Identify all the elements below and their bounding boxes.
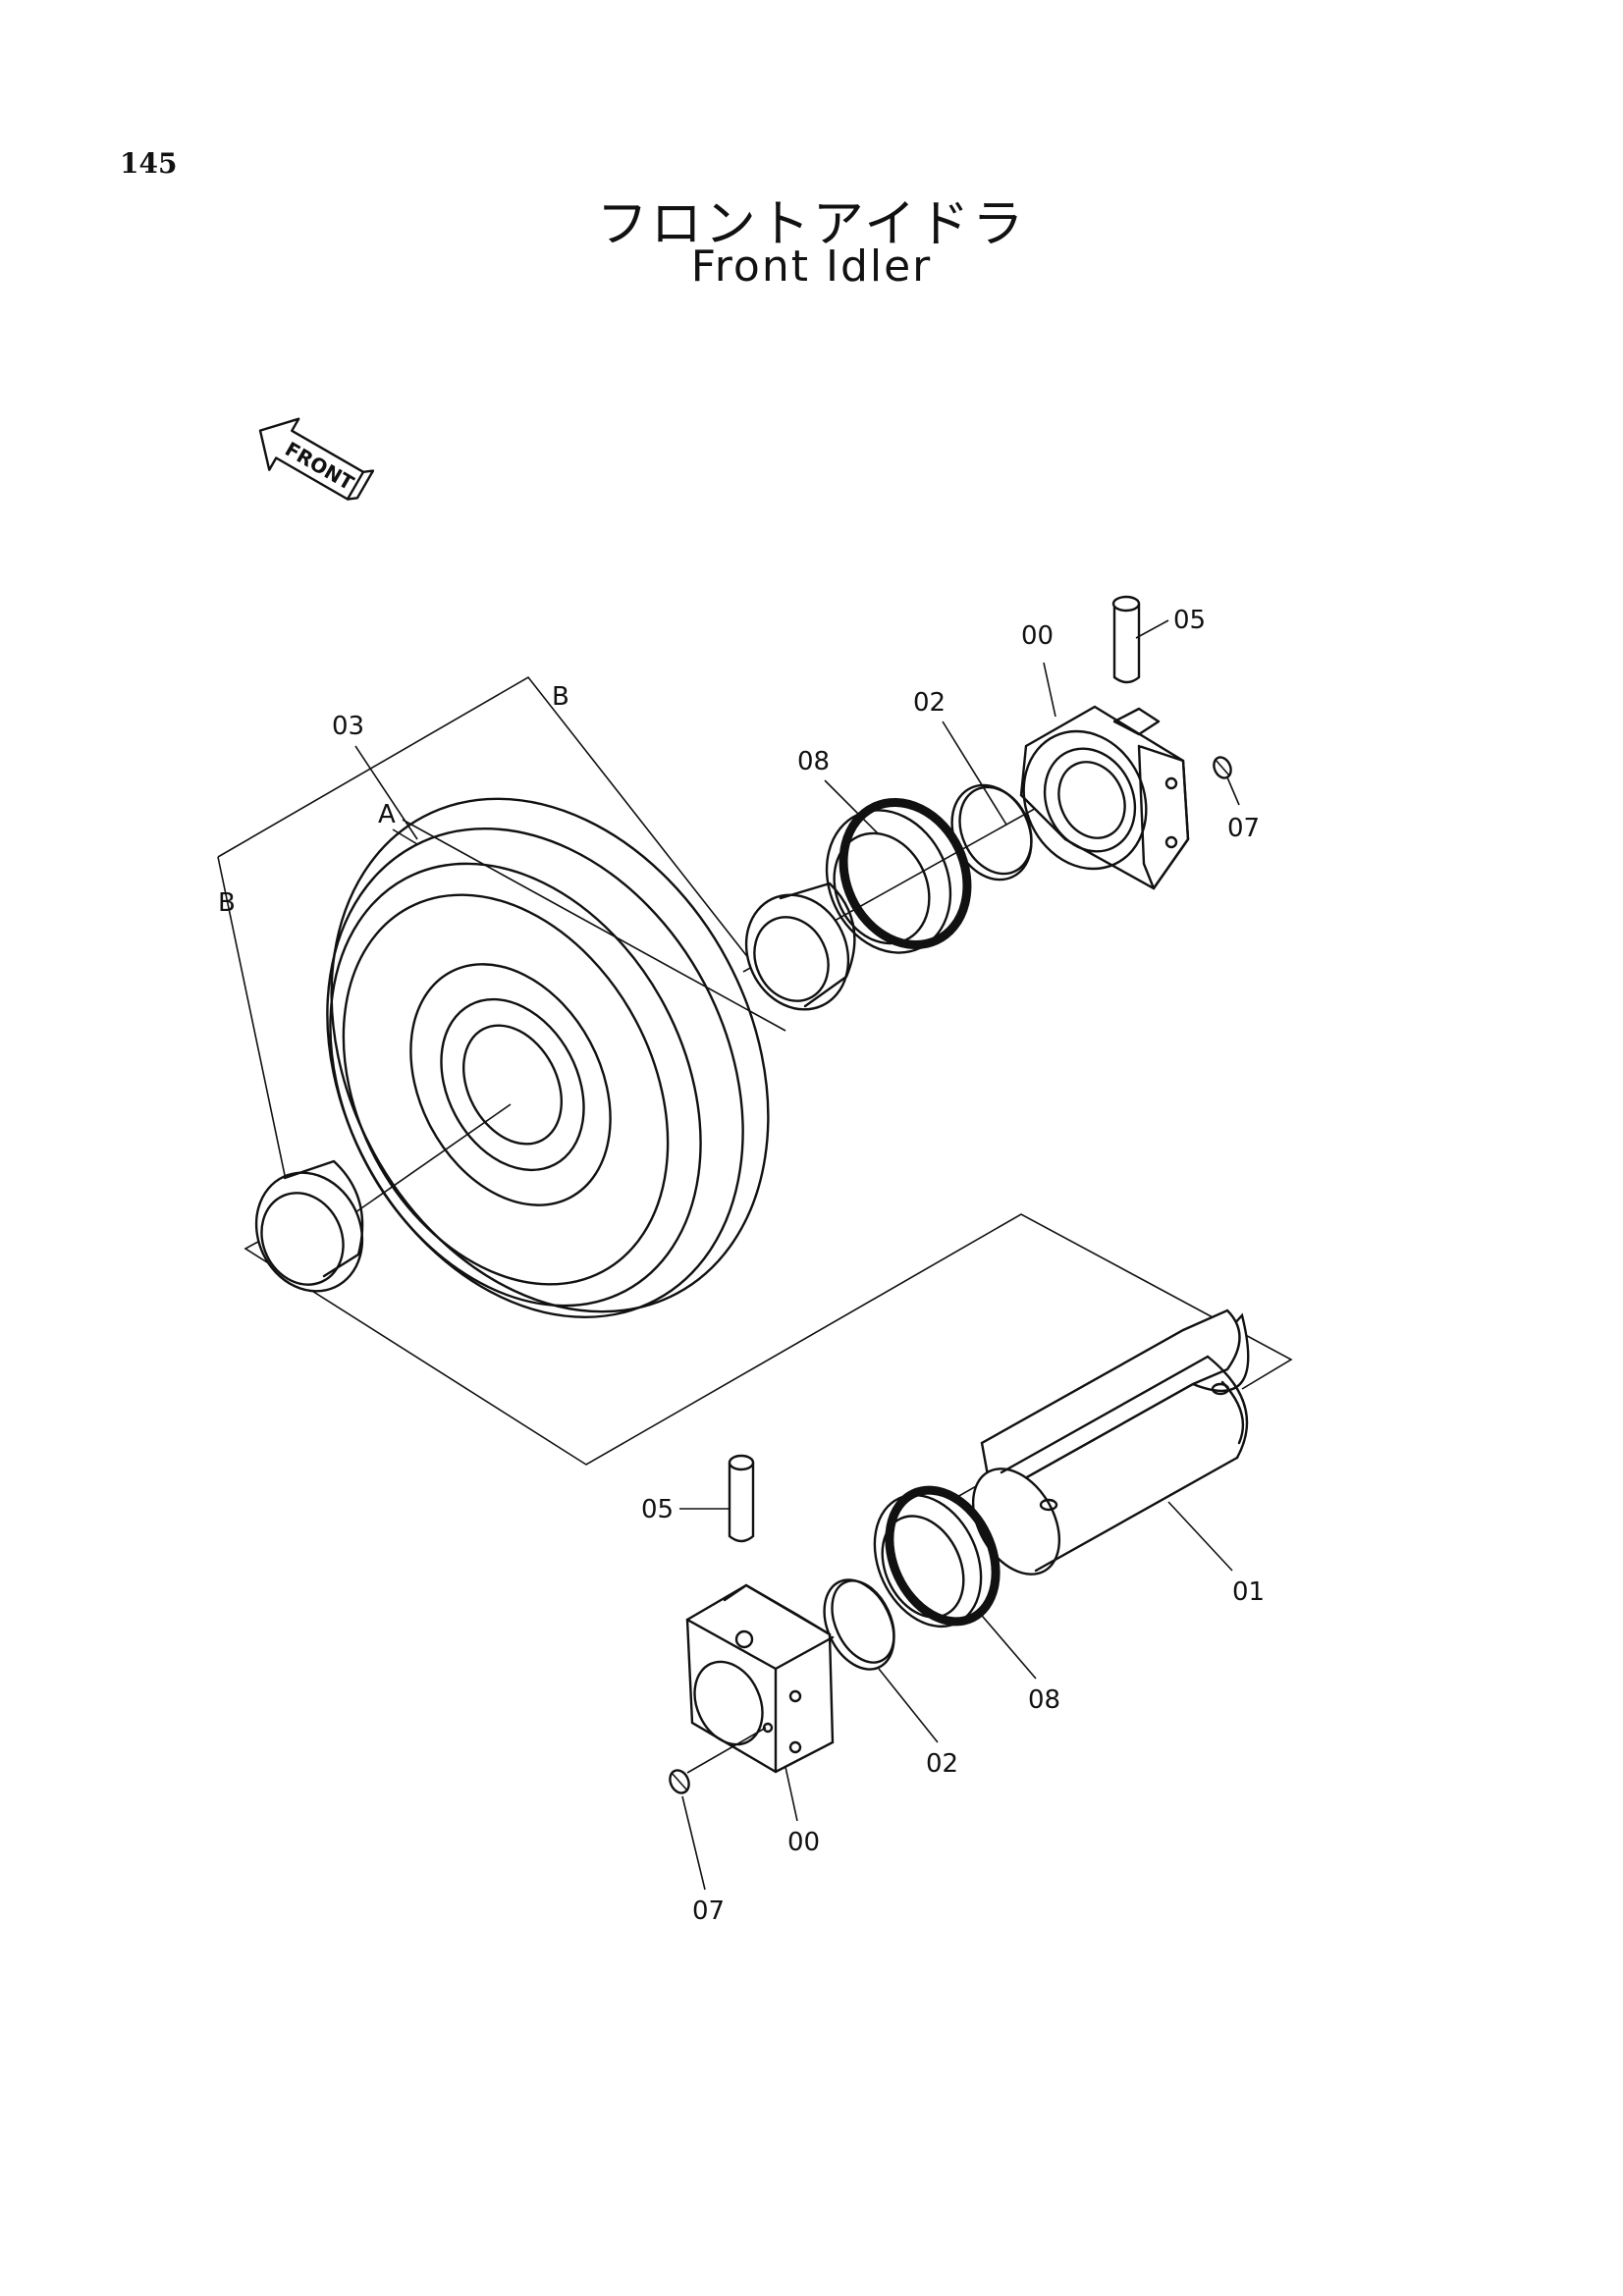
label-bushing-seal-upper: 08 bbox=[797, 747, 830, 776]
bushing-left bbox=[254, 1159, 364, 1293]
leader-lines bbox=[354, 619, 1240, 1891]
label-pointer-a: A bbox=[378, 800, 396, 829]
idler-wheel bbox=[326, 797, 786, 1318]
label-pin-upper: 05 bbox=[1173, 606, 1206, 635]
label-o-ring-lower: 02 bbox=[926, 1749, 958, 1779]
support-lower bbox=[685, 1583, 835, 1774]
page-number: 145 bbox=[120, 147, 178, 180]
plug-lower bbox=[669, 1727, 767, 1794]
pin-upper bbox=[1111, 595, 1141, 684]
label-shaft: 01 bbox=[1232, 1577, 1265, 1607]
shaft bbox=[971, 1308, 1250, 1575]
label-bushing-seal-lower: 08 bbox=[1028, 1685, 1060, 1715]
label-plug-lower: 07 bbox=[692, 1896, 725, 1926]
label-idler-wheel: 03 bbox=[332, 712, 364, 741]
pin-lower bbox=[728, 1454, 755, 1543]
label-support-lower: 00 bbox=[787, 1828, 820, 1857]
support-upper bbox=[1019, 705, 1190, 890]
front-arrow-icon: FRONT bbox=[258, 417, 375, 501]
label-bracket-b-top: B bbox=[552, 682, 569, 712]
label-o-ring-upper: 02 bbox=[913, 688, 946, 718]
plug-upper bbox=[1213, 756, 1232, 779]
bushing-upper bbox=[744, 881, 856, 1011]
title-japanese: フロントアイドラ bbox=[596, 195, 1027, 254]
part-labels: 03 A B B 08 02 00 05 07 01 05 02 08 00 0… bbox=[218, 606, 1265, 1926]
label-bracket-b-left: B bbox=[218, 888, 236, 918]
label-support-upper: 00 bbox=[1021, 621, 1054, 651]
seal-lower bbox=[873, 1485, 1001, 1629]
title-english: Front Idler bbox=[690, 241, 933, 292]
label-plug-upper: 07 bbox=[1227, 814, 1260, 843]
o-ring-upper bbox=[950, 783, 1033, 881]
label-pin-lower: 05 bbox=[641, 1495, 674, 1524]
